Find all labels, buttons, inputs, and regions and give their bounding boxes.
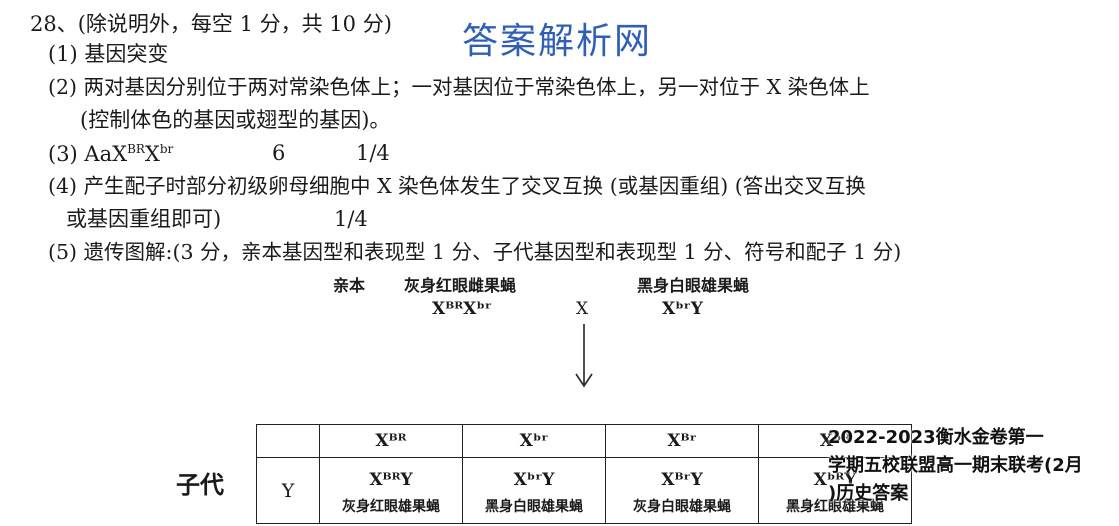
offspring-cell: XᵇʳY 黑身白眼雄果蝇: [462, 457, 606, 524]
answer-3: (3) AaXBRXbr: [48, 143, 173, 165]
offspring-genotype: XᴮᴿY: [369, 469, 413, 490]
source-caption-line: )历史答案: [828, 483, 909, 504]
answer-5: (5) 遗传图解:(3 分，亲本基因型和表现型 1 分、子代基因型和表现型 1 …: [48, 240, 902, 264]
source-caption-line: 学期五校联盟高一期末联考(2月: [828, 455, 1083, 476]
offspring-row: Y XᴮᴿY 灰身红眼雄果蝇 XᵇʳY 黑身白眼雄果蝇 XᴮʳY 灰身白眼雄果蝇…: [256, 457, 912, 524]
watermark-text: 答案解析网: [462, 21, 653, 62]
answer-1: (1) 基因突变: [48, 42, 169, 66]
offspring-genotype: XᵇᴿY: [813, 469, 857, 490]
answer-3-value-2: 1/4: [356, 141, 390, 165]
answer-4-value: 1/4: [334, 207, 368, 231]
offspring-cell: XᴮᴿY 灰身红眼雄果蝇: [319, 457, 463, 524]
answer-2-line-1: (2) 两对基因分别位于两对常染色体上；一对基因位于常染色体上，另一对位于 X …: [48, 75, 870, 99]
answer-3-value-1: 6: [272, 141, 286, 165]
answer-4-line-1: (4) 产生配子时部分初级卵母细胞中 X 染色体发生了交叉互换 (或基因重组) …: [48, 174, 866, 198]
offspring-genotype: XᵇʳY: [513, 469, 555, 490]
offspring-genotype: XᴮʳY: [661, 469, 703, 490]
offspring-phenotype: 灰身白眼雄果蝇: [633, 498, 731, 515]
offspring-cell: XᴮʳY 灰身白眼雄果蝇: [605, 457, 759, 524]
male-genotype: XᵇʳY: [662, 299, 703, 319]
female-genotype: XᴮᴿXᵇʳ: [432, 299, 492, 319]
row-gamete: Y: [256, 457, 320, 524]
source-caption-line: 2022-2023衡水金卷第一: [828, 427, 1044, 448]
parent-label: 亲本: [333, 276, 366, 295]
answer-4-line-2: 或基因重组即可): [66, 207, 222, 231]
answer-3-superscript-1: BR: [127, 142, 145, 156]
corner-cell: [256, 424, 320, 458]
cross-symbol: X: [576, 299, 589, 319]
answer-3-superscript-2: br: [159, 142, 174, 156]
female-phenotype: 灰身红眼雌果蝇: [404, 276, 517, 295]
offspring-phenotype: 黑身红眼雄果蝇: [786, 498, 884, 515]
gamete-header: Xᴮᴿ: [319, 424, 463, 458]
answer-2-line-2: (控制体色的基因或翅型的基因)。: [80, 108, 391, 132]
gamete-header-row: Xᴮᴿ Xᵇʳ Xᴮʳ Xᵇᴿ: [256, 424, 912, 458]
offspring-phenotype: 灰身红眼雄果蝇: [342, 498, 440, 515]
gamete-header: Xᴮʳ: [605, 424, 759, 458]
question-header: 28、(除说明外，每空 1 分，共 10 分): [30, 12, 392, 36]
gamete-header: Xᵇᴿ: [758, 424, 912, 458]
answer-3-genotype-prefix: (3) AaX: [48, 142, 128, 166]
gamete-header: Xᵇʳ: [462, 424, 606, 458]
source-caption: 2022-2023衡水金卷第一 学期五校联盟高一期末联考(2月 )历史答案: [828, 424, 1118, 508]
offspring-label: 子代: [176, 470, 224, 499]
male-phenotype: 黑身白眼雄果蝇: [637, 276, 750, 295]
offspring-phenotype: 黑身白眼雄果蝇: [485, 498, 583, 515]
down-arrow-icon: [575, 324, 593, 388]
punnett-table: Xᴮᴿ Xᵇʳ Xᴮʳ Xᵇᴿ Y XᴮᴿY 灰身红眼雄果蝇 XᵇʳY 黑身白眼…: [256, 424, 912, 524]
offspring-cell: XᵇᴿY 黑身红眼雄果蝇: [758, 457, 912, 524]
answer-3-genotype-x: X: [144, 142, 160, 166]
